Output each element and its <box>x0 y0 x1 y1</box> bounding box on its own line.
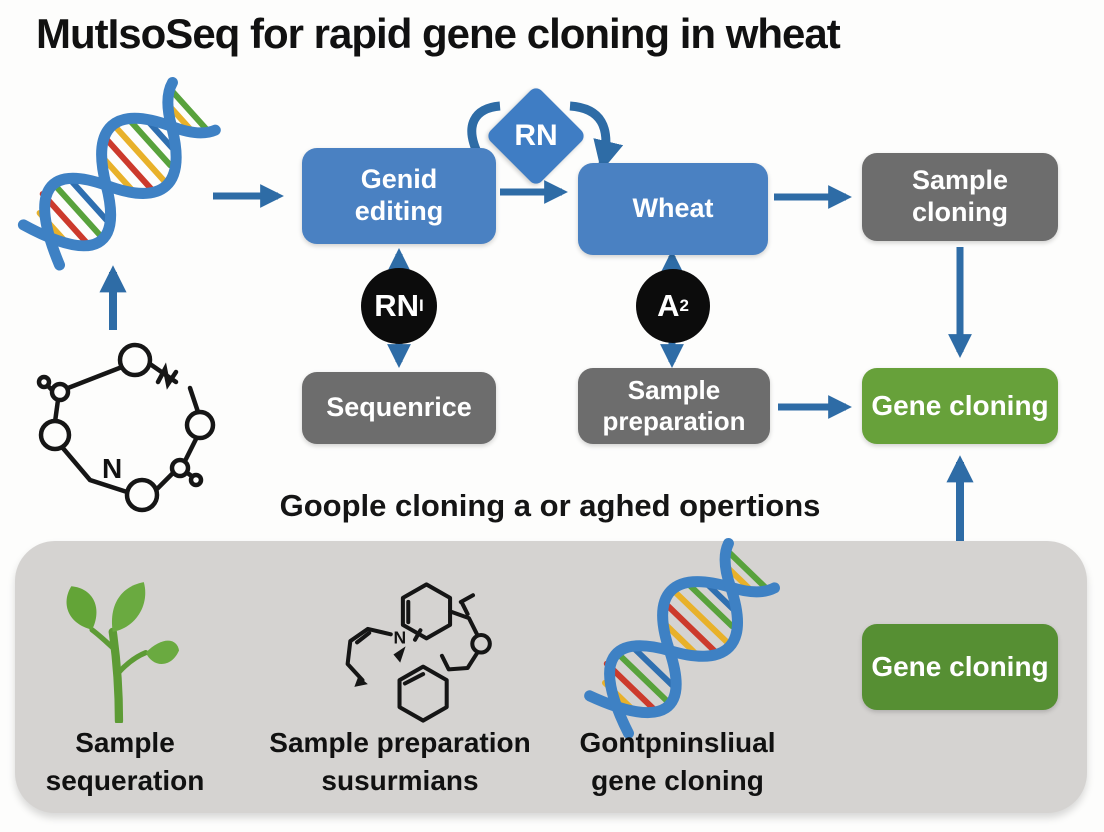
molecule-icon: N <box>36 342 216 513</box>
step-caption-sample-sequeration: Sample sequeration <box>5 724 245 800</box>
node-label: Gene cloning <box>871 390 1049 422</box>
dna-helix-icon <box>0 51 247 302</box>
node-label: preparation <box>602 406 746 436</box>
caption-line: Gontpninsliual <box>579 727 776 758</box>
caption-line: susurmians <box>321 764 479 796</box>
caption-line: sequeration <box>45 764 205 796</box>
node-gene-cloning-top: Gene cloning <box>862 368 1058 444</box>
middle-caption: Goople cloning a or aghed opertions <box>279 488 821 523</box>
diamond-label: RN <box>514 119 558 152</box>
node-sample-cloning: Sample cloning <box>862 153 1058 241</box>
badge-text: RN <box>374 288 420 323</box>
node-label: Sample <box>911 165 1009 196</box>
node-label: cloning <box>912 197 1008 227</box>
node-gene-cloning-bottom: Gene cloning <box>862 624 1058 710</box>
node-label: Wheat <box>632 193 714 224</box>
step-caption-gene-cloning: Gontpninsliual gene cloning <box>555 724 800 800</box>
caption-line: Sample preparation <box>269 727 531 758</box>
badge-text: A <box>657 288 680 323</box>
node-genid-editing: Genid editing <box>302 148 496 244</box>
caption-line: gene cloning <box>591 764 764 796</box>
node-wheat: Wheat <box>578 163 768 255</box>
node-label: Sample <box>627 375 721 406</box>
node-label: editing <box>354 196 444 226</box>
node-sample-preparation: Sample preparation <box>578 368 770 444</box>
chemical-structure-icon: N <box>345 582 492 723</box>
node-label: Genid <box>360 164 438 195</box>
node-label: Sequenrice <box>326 392 472 423</box>
caption-line: Sample <box>75 727 175 758</box>
plant-icon <box>66 582 180 723</box>
node-rn-diamond: RN <box>485 85 587 187</box>
node-sequenrice: Sequenrice <box>302 372 496 444</box>
page-title: MutIsoSeq for rapid gene cloning in whea… <box>36 10 841 57</box>
svg-text:N: N <box>102 453 122 484</box>
node-label: Gene cloning <box>871 651 1049 683</box>
svg-text:N: N <box>393 628 406 648</box>
step-caption-sample-preparation: Sample preparation susurmians <box>250 724 550 800</box>
